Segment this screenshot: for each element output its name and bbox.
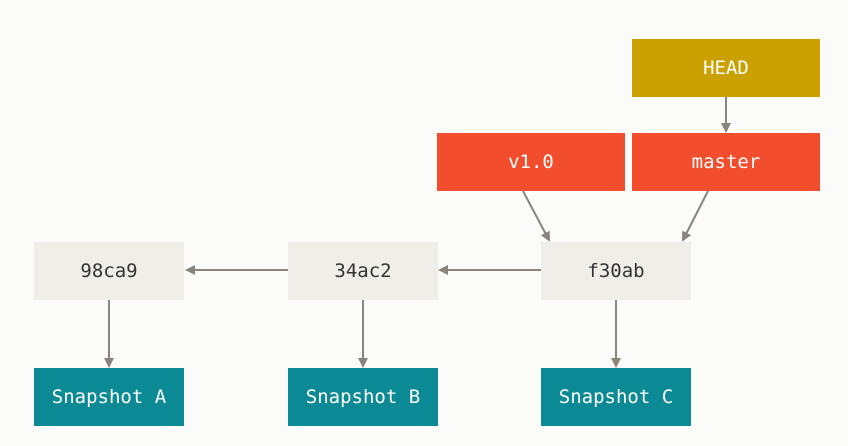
snapshot-b: Snapshot B <box>288 368 438 426</box>
head-pointer: HEAD <box>632 39 820 97</box>
snapshot-a: Snapshot A <box>34 368 184 426</box>
arrow-tag-to-f30ab <box>522 190 550 242</box>
branch-ref-master: master <box>632 133 820 191</box>
commit-34ac2: 34ac2 <box>288 242 438 300</box>
tag-ref-v1-0: v1.0 <box>437 133 625 191</box>
snapshot-c: Snapshot C <box>541 368 691 426</box>
commit-98ca9: 98ca9 <box>34 242 184 300</box>
arrow-master-to-f30ab <box>682 190 709 242</box>
commit-f30ab: f30ab <box>541 242 691 300</box>
